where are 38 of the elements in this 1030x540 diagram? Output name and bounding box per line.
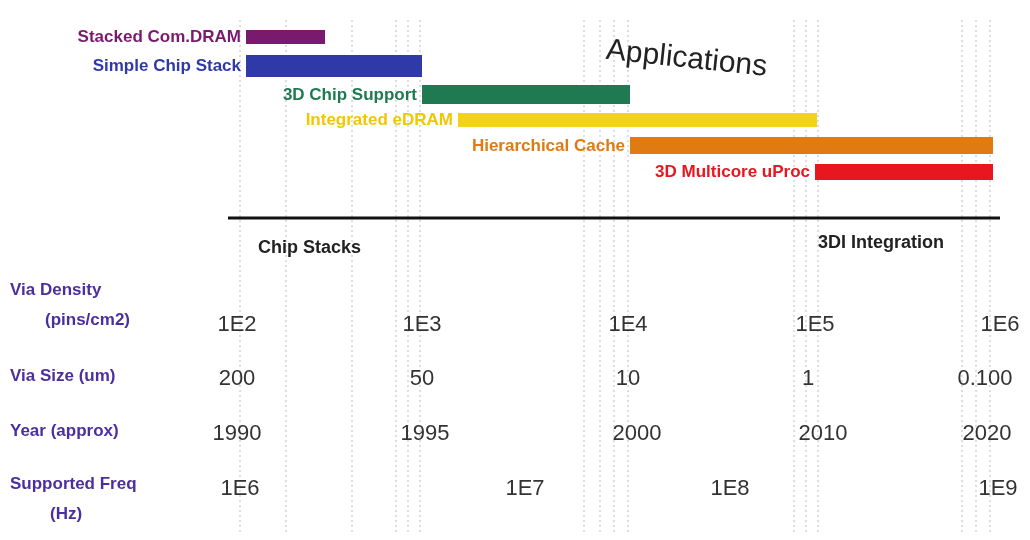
timeline-bar xyxy=(422,85,630,104)
table-value: 1E7 xyxy=(504,476,546,501)
table-value: 2000 xyxy=(611,421,663,446)
bar-label: Stacked Com.DRAM xyxy=(77,28,241,45)
bar-label: Integrated eDRAM xyxy=(305,111,453,128)
table-value: 1 xyxy=(800,366,816,391)
bar-label: 3D Multicore uProc xyxy=(655,163,810,180)
row-label: Supported Freq (Hz) xyxy=(10,473,138,525)
table-value: 1E3 xyxy=(401,312,443,337)
table-value: 1995 xyxy=(399,421,451,446)
row-label: Via Density (pins/cm2) xyxy=(10,279,132,331)
table-value: 10 xyxy=(614,366,642,391)
table-value: 1E4 xyxy=(607,312,649,337)
bar-label: Hierarchical Cache xyxy=(471,136,625,154)
table-value: 1E8 xyxy=(709,476,751,501)
heading: Applications xyxy=(604,32,769,82)
table-value: 2020 xyxy=(961,421,1013,446)
table-value: 0.100 xyxy=(956,366,1014,391)
table-value: 1E5 xyxy=(794,312,836,337)
table-value: 1E6 xyxy=(979,312,1021,337)
section-label: 3DI Integration xyxy=(818,233,944,253)
section-label: Chip Stacks xyxy=(258,238,362,258)
row-label: Via Size (um) xyxy=(10,365,117,387)
bar-label: Simple Chip Stack xyxy=(92,57,241,74)
table-value: 200 xyxy=(217,366,257,391)
table-value: 1E2 xyxy=(216,312,258,337)
table-value: 1E9 xyxy=(977,476,1019,501)
row-label: Year (approx) xyxy=(10,420,120,442)
table-value: 1990 xyxy=(211,421,263,446)
timeline-bar xyxy=(246,55,422,77)
timeline-bar xyxy=(630,137,993,154)
bar-label: 3D Chip Support xyxy=(282,85,417,103)
timeline-bar xyxy=(458,113,817,127)
table-value: 1E6 xyxy=(219,476,261,501)
timeline-bar xyxy=(815,164,993,180)
table-value: 50 xyxy=(408,366,436,391)
timeline-bar xyxy=(246,30,325,44)
table-value: 2010 xyxy=(797,421,849,446)
